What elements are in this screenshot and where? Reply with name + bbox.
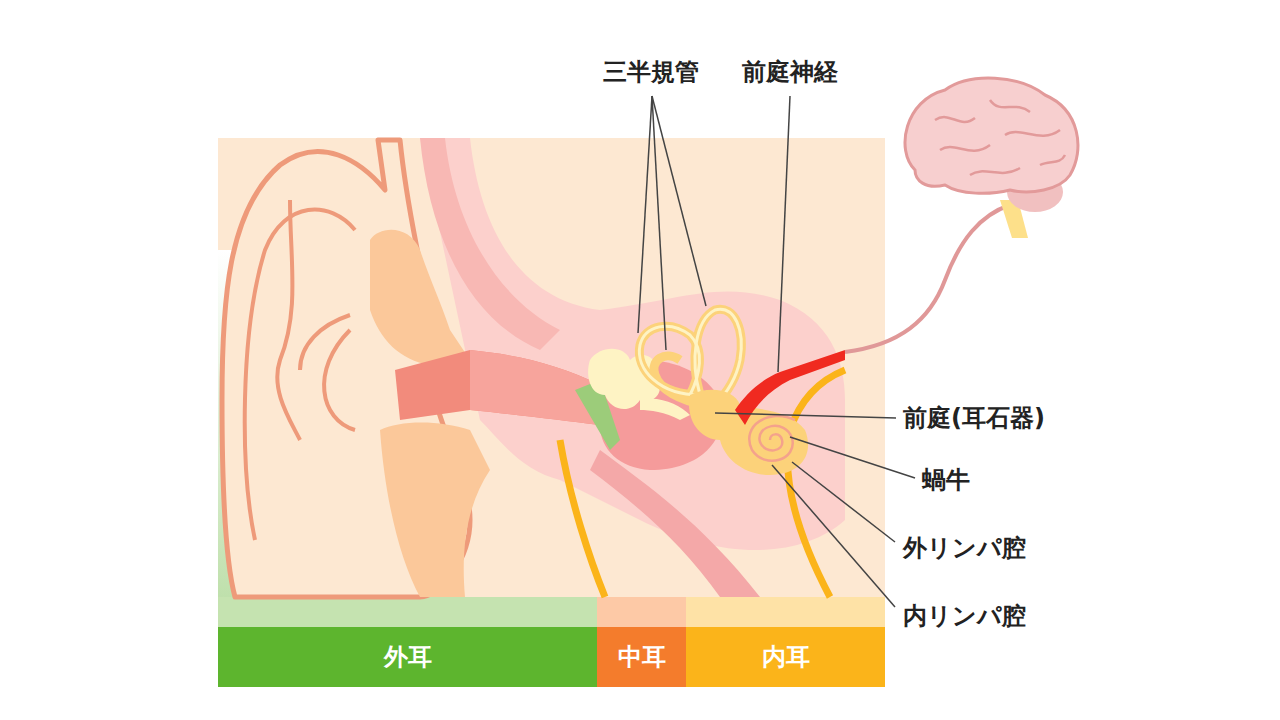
region-label: 内耳 [762,641,810,673]
brain-folds [935,100,1065,175]
part-label: 前庭(耳石器) [903,404,1045,433]
leader-lines [638,96,915,607]
part-label: 内リンパ腔 [903,602,1026,631]
inner-strip [686,597,885,627]
nerve-to-brain [845,205,1010,352]
inner-ear-band: 内耳 [686,627,885,687]
semicircular-canals [639,309,741,405]
eustachian-tube [590,450,760,597]
antihelix-line [277,200,300,440]
middle-ear-band: 中耳 [597,627,686,687]
ear-canal [395,350,600,425]
canal-inner [470,350,600,425]
cochlea-spiral [749,416,795,461]
bone-line [560,440,605,597]
bone-line-inner [787,370,845,597]
outer-ear-band: 外耳 [218,627,597,687]
cartilage-lower [380,423,490,598]
canal-lumen [639,309,741,405]
part-label: 外リンパ腔 [903,534,1026,563]
region-label: 外耳 [384,641,432,673]
part-label: 三半規管 [603,58,699,87]
part-label: 前庭神経 [742,58,838,87]
cartilage [370,230,470,365]
cerebrum [905,78,1078,193]
helix-line [245,210,355,540]
tragus-line [324,330,355,430]
outer-strip [218,597,597,627]
concha-line [300,315,350,370]
part-label: 蝸牛 [922,466,970,495]
region-label: 中耳 [618,641,666,673]
middle-strip [597,597,686,627]
